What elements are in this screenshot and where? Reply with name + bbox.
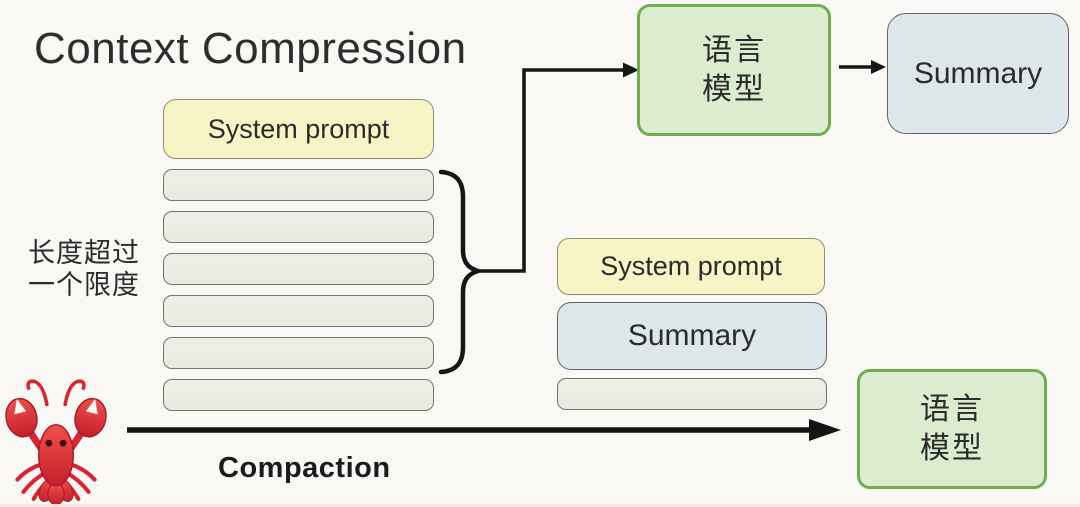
compaction-label: Compaction bbox=[218, 452, 391, 484]
model-to-summary-arrowhead bbox=[871, 60, 886, 74]
brace bbox=[438, 169, 481, 375]
length-limit-note-line1: 长度超过 bbox=[28, 238, 140, 268]
language-model-box-bottom: 语言 模型 bbox=[857, 369, 1047, 489]
bottom-edge-strip bbox=[0, 504, 1080, 507]
system-prompt-box-left: System prompt bbox=[163, 99, 434, 159]
message-box bbox=[163, 379, 434, 411]
message-box bbox=[163, 295, 434, 327]
lobster-icon bbox=[5, 379, 107, 504]
compacted-message-stack bbox=[557, 378, 827, 410]
summary-box-compacted: Summary bbox=[557, 302, 827, 370]
message-box bbox=[163, 169, 434, 201]
language-model-bottom-label-line1: 语言 bbox=[920, 393, 984, 426]
language-model-label-line1: 语言 bbox=[702, 34, 766, 67]
length-limit-note-line2: 一个限度 bbox=[28, 269, 140, 300]
system-prompt-label-compacted: System prompt bbox=[600, 251, 782, 281]
summary-label-compacted: Summary bbox=[627, 319, 757, 352]
message-box bbox=[557, 378, 827, 410]
language-model-box-top: 语言 模型 bbox=[637, 4, 831, 136]
system-prompt-box-compacted: System prompt bbox=[557, 238, 825, 295]
length-limit-note: 长度超过 一个限度 bbox=[28, 238, 168, 302]
page-title: Context Compression bbox=[34, 24, 467, 73]
message-stack bbox=[163, 169, 434, 411]
language-model-label-line2: 模型 bbox=[702, 73, 766, 106]
language-model-bottom-label-line2: 模型 bbox=[920, 432, 984, 465]
message-box bbox=[163, 337, 434, 369]
compaction-arrowhead bbox=[809, 419, 841, 441]
system-prompt-label-left: System prompt bbox=[207, 113, 390, 144]
message-box bbox=[163, 211, 434, 243]
summary-box-top: Summary bbox=[887, 13, 1069, 134]
summary-label-top: Summary bbox=[913, 56, 1043, 90]
message-box bbox=[163, 253, 434, 285]
